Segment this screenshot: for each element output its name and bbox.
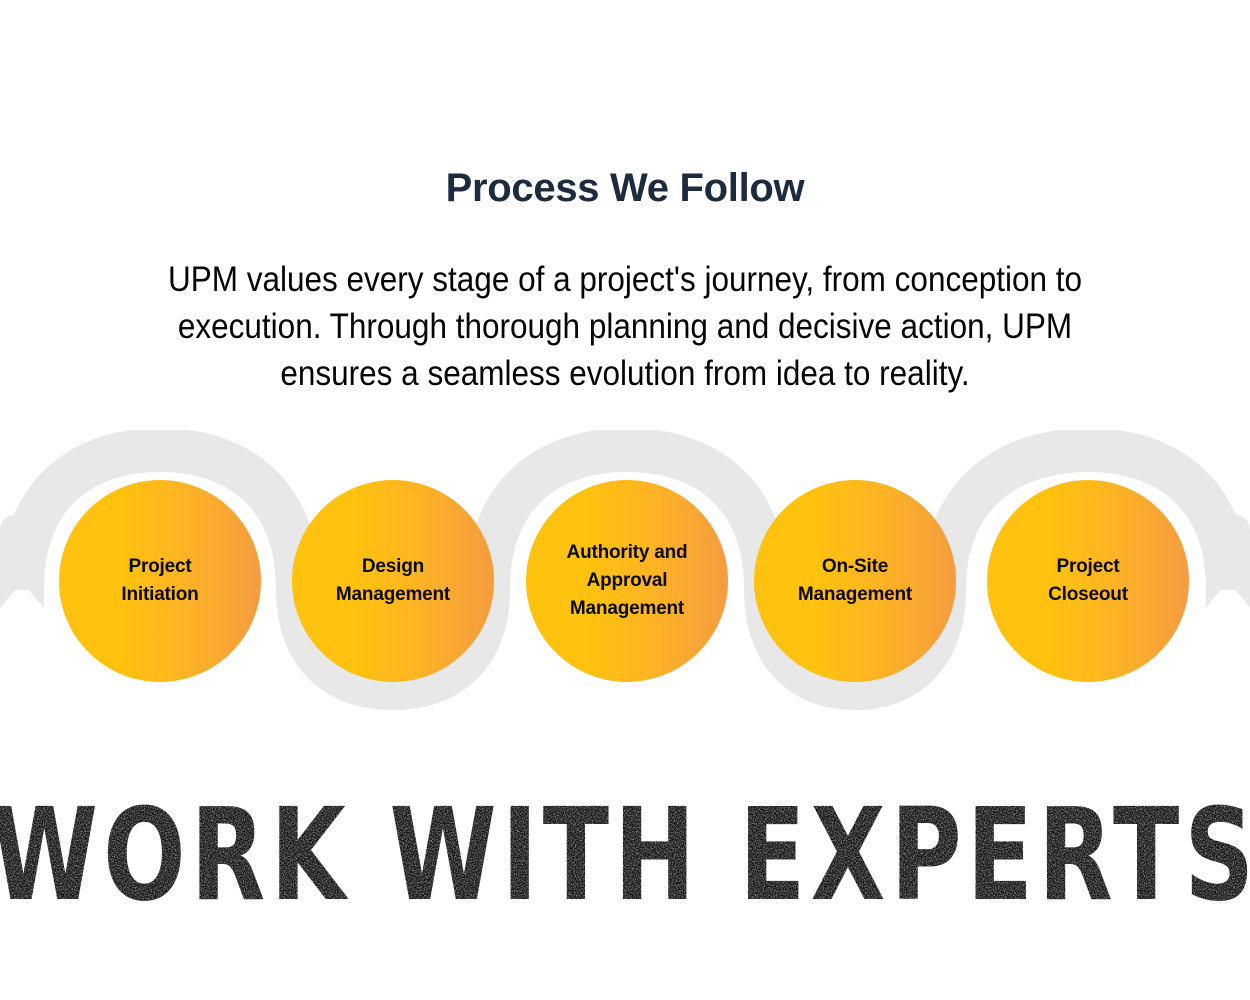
process-step-1-label: Project Initiation [121, 556, 199, 605]
process-step-4[interactable]: On-Site Management [754, 480, 956, 682]
process-step-2[interactable]: Design Management [292, 480, 494, 682]
process-step-1[interactable]: Project Initiation [59, 480, 261, 682]
intro-paragraph: UPM values every stage of a project's jo… [167, 260, 1083, 393]
page-title: Process We Follow [445, 166, 805, 210]
process-step-4-label: On-Site Management [797, 556, 913, 605]
ribbon-path [0, 430, 1250, 711]
process-step-5[interactable]: Project Closeout [987, 480, 1189, 682]
process-nodes: Project Initiation Design Management Aut… [0, 430, 1250, 730]
process-step-3[interactable]: Authority and Approval Management [526, 480, 728, 682]
process-step-5-label: Project Closeout [1048, 556, 1128, 605]
banner-wrap: WORK WITH EXPERTS [0, 775, 1250, 915]
banner-graphic: WORK WITH EXPERTS [0, 780, 1250, 915]
banner-text: WORK WITH EXPERTS [0, 780, 1250, 915]
process-ribbon-graphic [0, 430, 1250, 711]
process-chain: Project Initiation Design Management Aut… [0, 430, 1250, 730]
process-step-3-label: Authority and Approval Management [566, 542, 688, 619]
process-step-2-label: Design Management [335, 556, 451, 605]
